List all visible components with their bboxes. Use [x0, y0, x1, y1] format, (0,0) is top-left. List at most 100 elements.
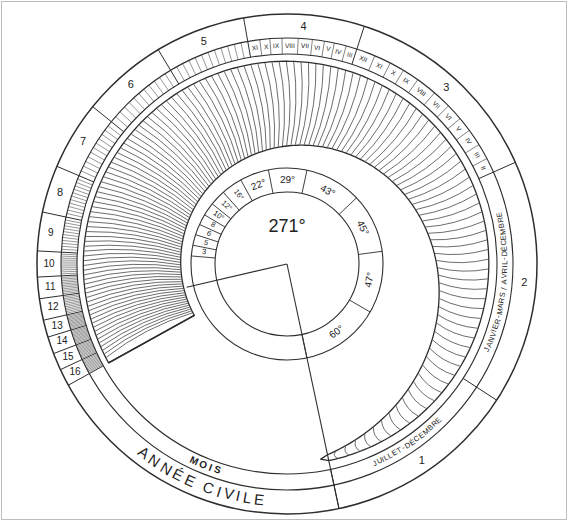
- month-tick: [62, 280, 78, 281]
- sector-divider: [42, 212, 81, 220]
- month-tick: [62, 281, 78, 282]
- month-divider: [281, 38, 282, 54]
- month-tick: [61, 256, 77, 258]
- sector-divider: [244, 18, 251, 57]
- month-tick: [63, 292, 79, 294]
- sector-divider: [463, 378, 497, 400]
- month-tick: [241, 43, 244, 59]
- shell-rib: [87, 284, 182, 302]
- sector-divider: [37, 275, 77, 277]
- month-tick: [65, 223, 81, 226]
- year-number: 11: [45, 282, 55, 292]
- month-tick: [61, 267, 77, 268]
- sector-divider: [93, 107, 124, 132]
- ring-circle: [37, 14, 537, 514]
- month-tick: [63, 235, 79, 237]
- month-divider: [260, 40, 262, 56]
- month-divider: [383, 63, 390, 77]
- month-tick: [81, 349, 96, 356]
- month-tick: [79, 347, 94, 353]
- shell-rib: [427, 357, 455, 375]
- shell-rib: [437, 259, 489, 262]
- shell-rib: [433, 240, 487, 247]
- month-tick: [64, 301, 80, 304]
- month-numeral: II: [479, 165, 486, 171]
- month-tick: [65, 302, 81, 305]
- month-numeral: IX: [402, 77, 411, 86]
- shell-rib: [439, 283, 486, 289]
- month-numeral: III: [346, 51, 353, 59]
- year-number: 13: [52, 321, 63, 331]
- month-numeral: X: [390, 69, 397, 77]
- month-tick: [80, 348, 95, 354]
- shell-rib: [86, 279, 182, 293]
- shell-rib: [438, 315, 477, 328]
- shell-rib: [131, 134, 202, 193]
- shell-rib: [437, 323, 474, 338]
- ring-title: ANNÉE CIVILE: [135, 444, 267, 508]
- month-numeral: IV: [335, 48, 343, 56]
- month-tick: [86, 161, 100, 168]
- shell-rib: [152, 113, 213, 181]
- month-tick: [195, 58, 202, 73]
- month-tick: [66, 308, 82, 311]
- month-tick: [62, 243, 78, 244]
- ring-circle: [77, 54, 497, 474]
- month-tick: [63, 237, 79, 239]
- month-tick: [75, 336, 90, 341]
- growth-angle: 8: [209, 221, 216, 230]
- shell-rib: [373, 428, 380, 442]
- angle-divider: [339, 198, 356, 215]
- month-tick: [63, 232, 79, 234]
- letter: E: [499, 234, 507, 240]
- month-tick: [62, 286, 78, 288]
- year-number: 3: [443, 82, 449, 93]
- shell-rib: [124, 143, 199, 199]
- month-tick: [65, 304, 81, 307]
- month-tick: [129, 102, 140, 113]
- month-tick: [61, 258, 77, 259]
- shell-rib: [435, 332, 470, 348]
- shell-rib: [334, 452, 337, 458]
- month-tick: [234, 44, 238, 60]
- year-number: 5: [201, 36, 207, 47]
- shell-rib: [431, 231, 486, 240]
- letter: O: [198, 459, 209, 471]
- shell-rib: [435, 250, 488, 255]
- shell-rib: [135, 130, 204, 191]
- shell-rib: [194, 84, 235, 163]
- year-number: 15: [62, 352, 73, 362]
- angle-line: [187, 264, 287, 287]
- angle-line: [287, 264, 339, 509]
- shell-rib: [440, 299, 483, 309]
- year-number: 2: [521, 277, 527, 288]
- growth-angle: 45°: [355, 219, 371, 237]
- month-tick: [208, 52, 214, 67]
- shell-rib: [128, 139, 201, 197]
- month-tick: [62, 246, 78, 247]
- letter: R: [498, 297, 506, 304]
- year-number: 12: [47, 302, 58, 312]
- shell-rib: [414, 382, 434, 401]
- shell-rib: [106, 313, 192, 357]
- ring-circle: [61, 38, 513, 490]
- shell-rib: [231, 70, 255, 154]
- shell-rib: [393, 140, 446, 182]
- letter: E: [495, 211, 503, 218]
- month-tick: [116, 117, 128, 127]
- month-numeral: X: [263, 43, 268, 50]
- shell-rib: [416, 186, 472, 210]
- month-numeral: VII: [300, 43, 308, 50]
- shell-rib: [279, 62, 284, 146]
- letter: E: [182, 471, 197, 489]
- shell-rib: [84, 257, 180, 262]
- month-tick: [108, 126, 121, 136]
- letter: V: [222, 485, 235, 502]
- growth-angle: 29°: [280, 175, 295, 185]
- month-tick: [83, 354, 97, 361]
- month-tick: [62, 278, 78, 279]
- month-tick: [64, 226, 80, 229]
- month-divider: [297, 38, 299, 54]
- month-tick: [61, 249, 77, 250]
